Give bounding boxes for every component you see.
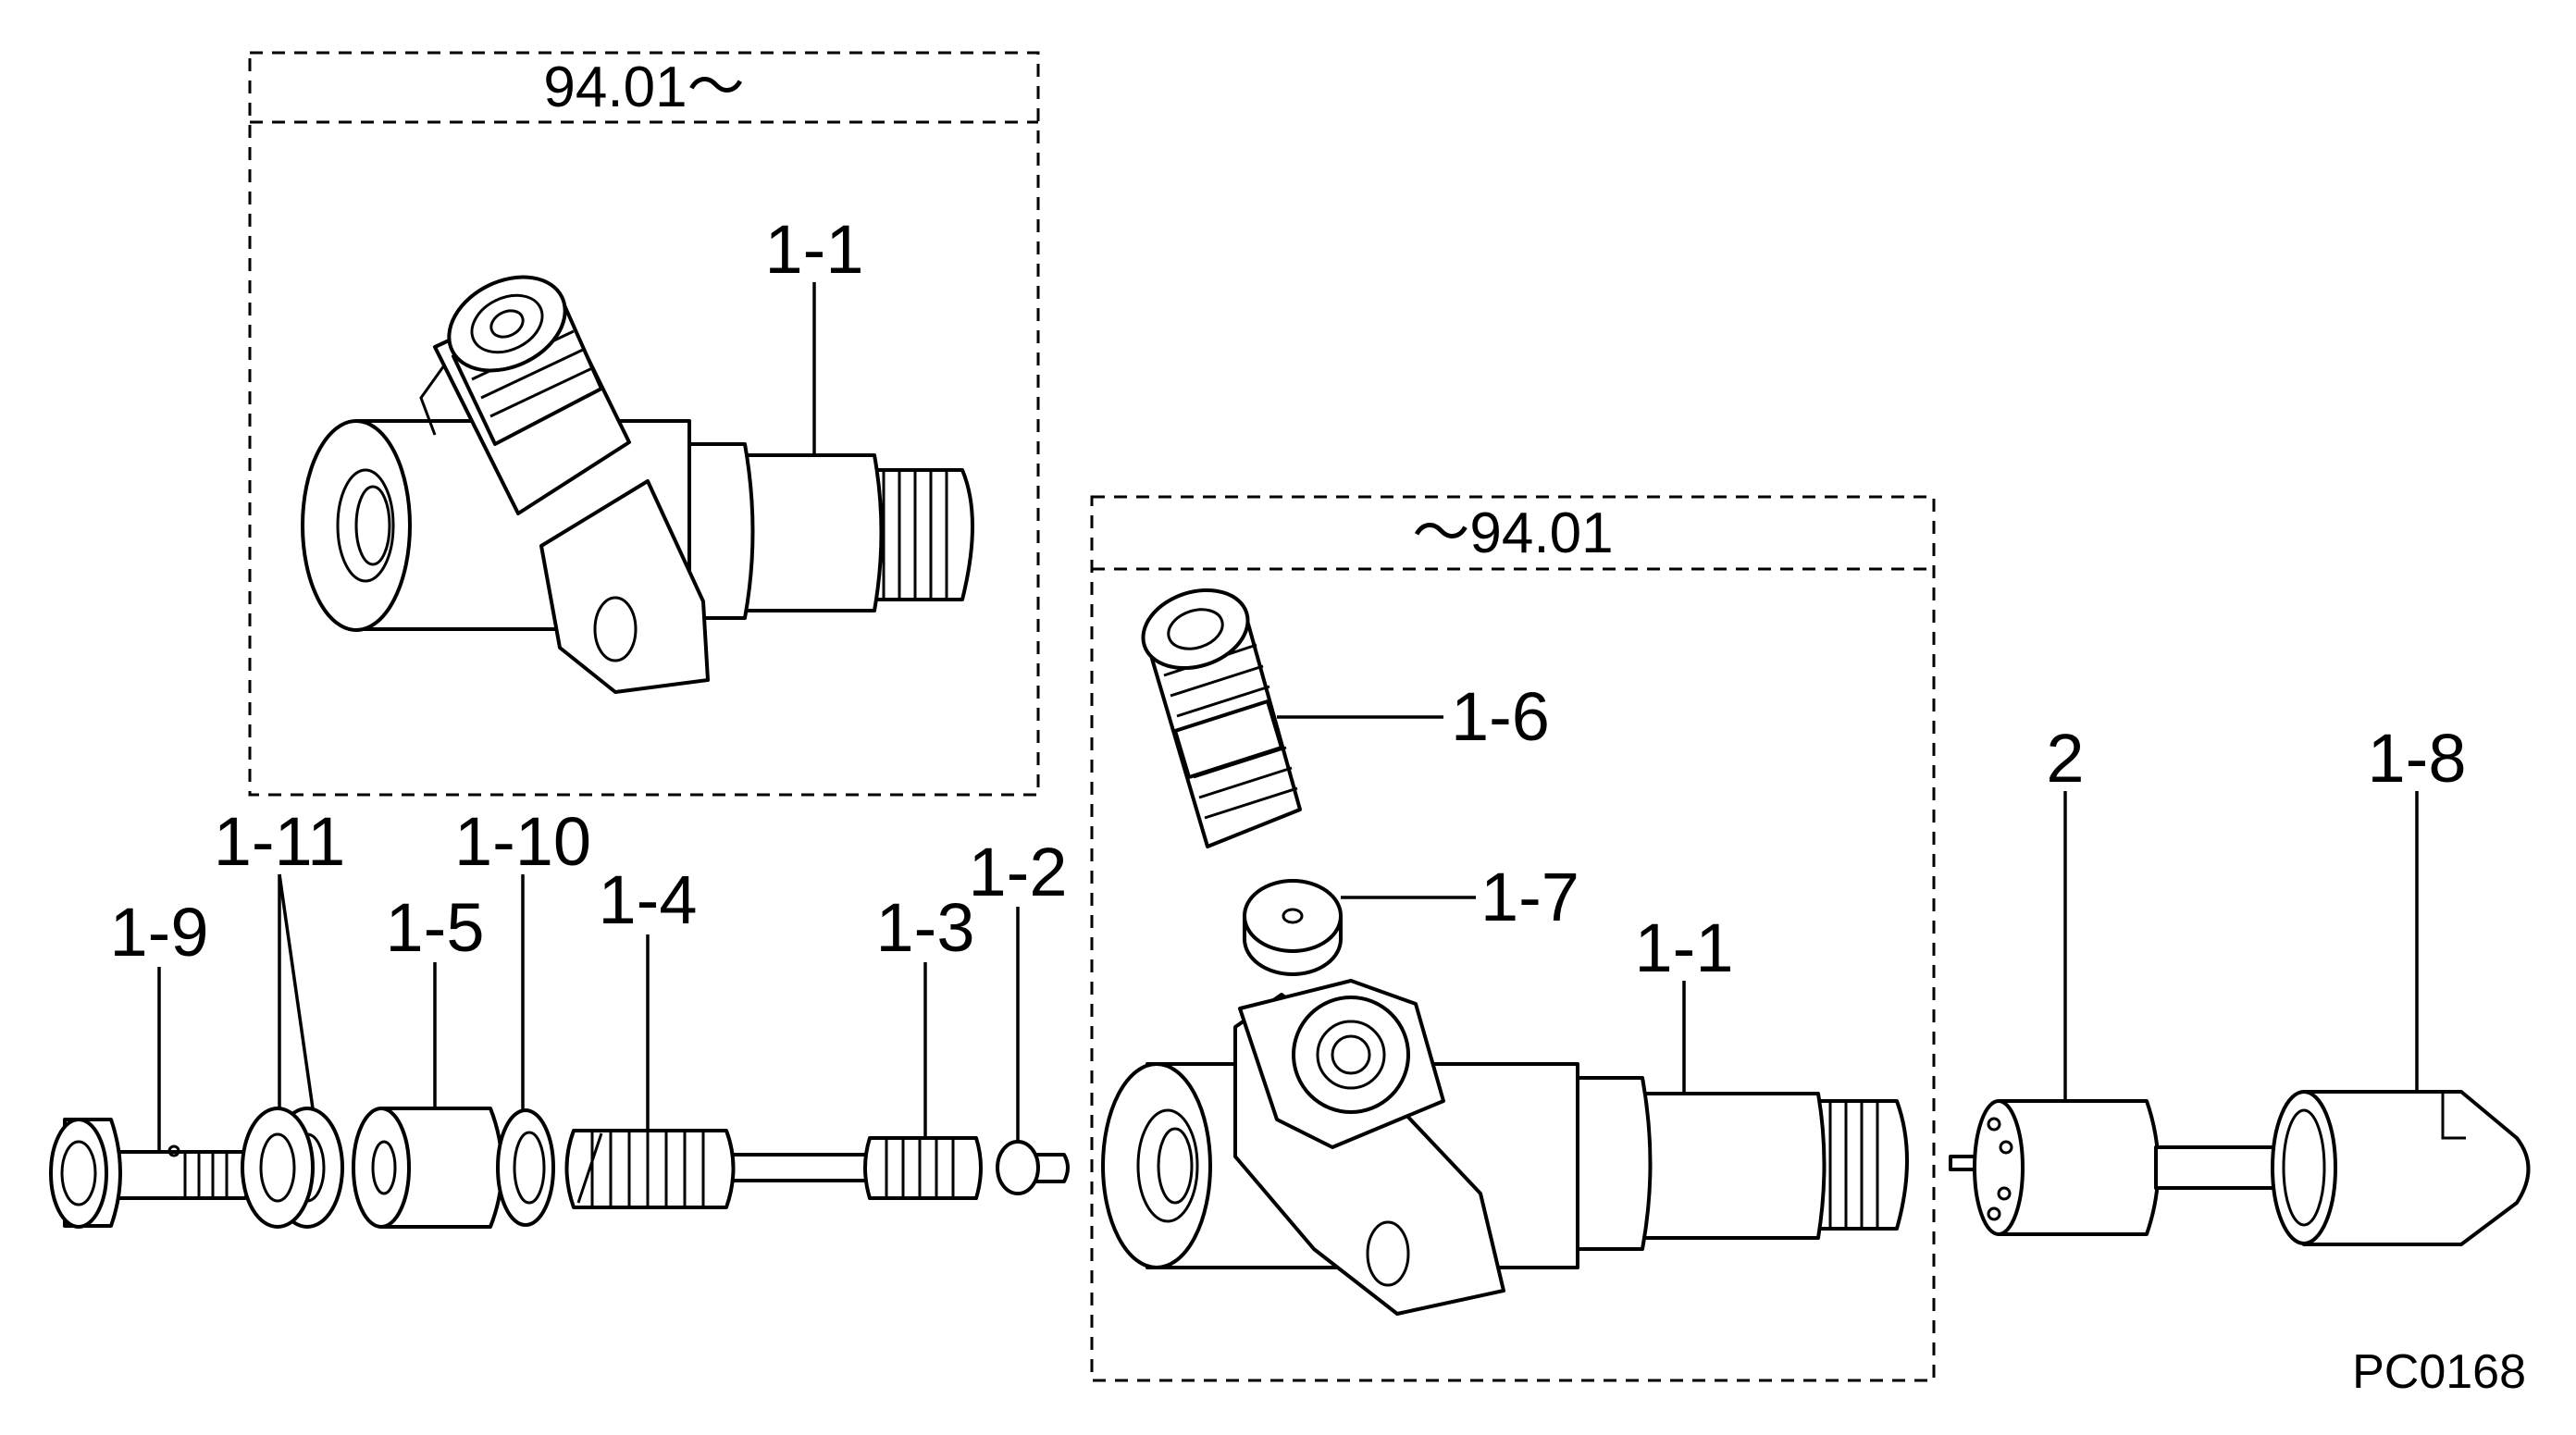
label-1-4: 1-4 [599,861,698,938]
label-1-2: 1-2 [969,834,1068,910]
label-1-6: 1-6 [1451,678,1550,755]
label-1-3: 1-3 [876,889,975,966]
label-1-11: 1-11 [214,803,346,880]
variant-title-new: 94.01～ [543,56,744,119]
label-1-5: 1-5 [386,889,485,966]
injector-body-old [1101,979,1909,1316]
bolt-1-9 [49,1118,254,1229]
sealing-washer [1243,879,1343,976]
nozzle [1949,1099,2301,1236]
injector-body-new [301,275,974,694]
label-2: 2 [2046,720,2084,797]
label-1-1-old: 1-1 [1635,909,1734,986]
label-1-1-new: 1-1 [765,211,864,288]
label-1-8: 1-8 [2368,720,2467,797]
retainer-1-5 [352,1107,504,1229]
variant-box-old: ～94.01 1-6 1-7 [1090,495,1936,1382]
gaskets-1-11 [241,1107,344,1229]
nozzle-nut [2271,1090,2531,1246]
label-1-9: 1-9 [110,894,209,971]
inlet-fitting [1141,588,1302,848]
label-1-7: 1-7 [1480,859,1579,935]
label-1-10: 1-10 [454,803,591,880]
spring-1-4 [564,1129,872,1209]
shim-1-10 [496,1108,555,1227]
spring-1-3 [863,1136,983,1200]
variant-box-new: 94.01～ [248,51,1040,797]
drawing-code: PC0168 [2352,1345,2526,1399]
variant-title-old: ～94.01 [1412,501,1613,565]
spring-seat-1-2 [996,1140,1070,1195]
